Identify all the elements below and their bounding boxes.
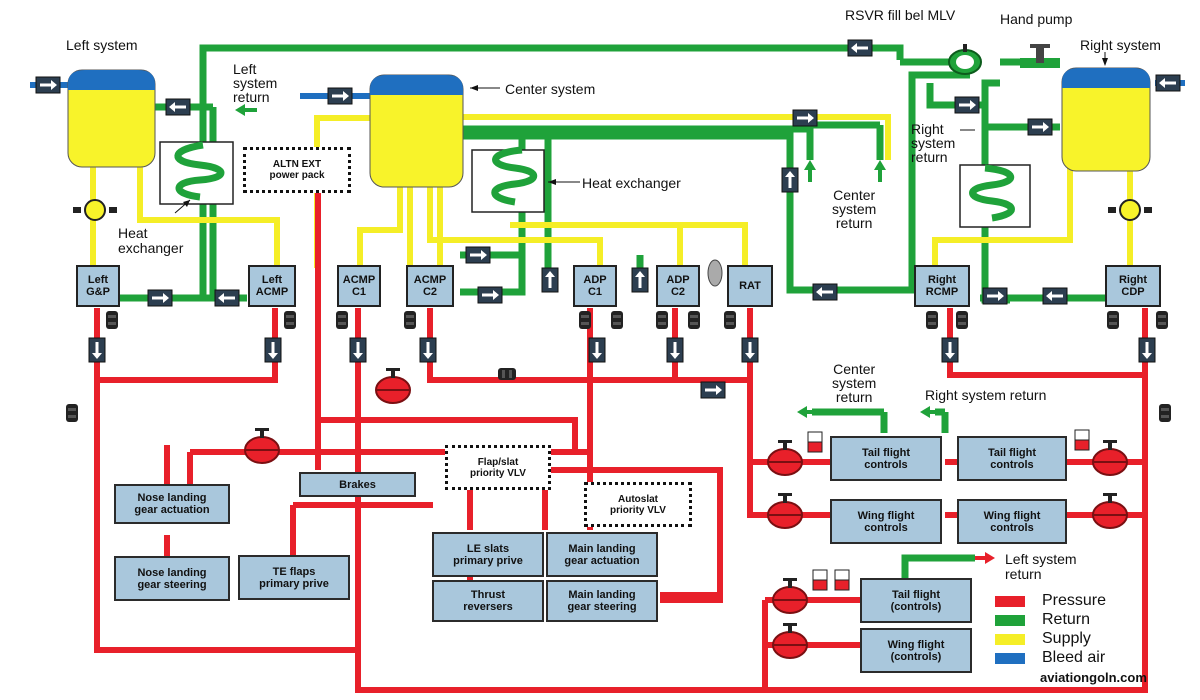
le-slats-box: LE slats primary prive	[432, 532, 544, 577]
autoslat-priority-valve: Autoslat priority VLV	[584, 482, 692, 527]
main-landing-gear-steering: Main landing gear steering	[546, 580, 658, 622]
brakes-box: Brakes	[299, 472, 416, 497]
left-system-label: Left system	[66, 37, 138, 53]
right-reservoir	[1061, 67, 1151, 172]
right-system-return-label: Right system return	[911, 121, 956, 165]
wing-flight-controls-left: Wing flight (controls)	[860, 628, 972, 673]
rsvr-valve	[948, 44, 1060, 75]
heat-exchanger-left-label: Heat exchanger	[118, 225, 184, 256]
right-system-return-mid-label: Right system return	[925, 387, 1047, 403]
nose-landing-gear-steering: Nose landing gear steering	[114, 556, 230, 601]
adp-c2-pump: ADP C2	[656, 265, 700, 307]
left-system-return-label: Left system return	[233, 61, 278, 105]
right-cdp-pump: Right CDP	[1105, 265, 1161, 307]
hand-pump-label: Hand pump	[1000, 11, 1073, 27]
nose-landing-gear-actuation: Nose landing gear actuation	[114, 484, 230, 524]
heat-exchanger-center-label: Heat exchanger	[582, 175, 681, 191]
center-system-return-mid-label: Center system return	[832, 361, 877, 405]
legend-swatch-return	[995, 615, 1025, 626]
right-rcmp-pump: Right RCMP	[914, 265, 970, 307]
source-credit: aviationgoln.com	[1040, 670, 1147, 685]
acmp-c2-pump: ACMP C2	[406, 265, 454, 307]
left-system-return-bottom-label: Left system return	[1005, 551, 1077, 582]
center-system-label: Center system	[505, 81, 596, 97]
legend-swatch-pressure	[995, 596, 1025, 607]
wing-flight-controls-center: Wing flight controls	[830, 499, 942, 544]
adp-c1-pump: ADP C1	[573, 265, 617, 307]
tail-flight-controls-left: Tail flight (controls)	[860, 578, 972, 623]
main-landing-gear-actuation: Main landing gear actuation	[546, 532, 658, 577]
legend-swatch-bleed-air	[995, 653, 1025, 664]
flap-slat-priority-valve: Flap/slat priority VLV	[445, 445, 551, 490]
rat-pump: RAT	[727, 265, 773, 307]
left-reservoir	[67, 69, 156, 168]
legend-label-pressure: Pressure	[1042, 592, 1107, 609]
center-reservoir	[369, 74, 464, 188]
legend-swatch-supply	[995, 634, 1025, 645]
legend-label-bleed-air: Bleed air	[1042, 649, 1106, 666]
left-gp-pump: Left G&P	[76, 265, 120, 307]
legend-label-return: Return	[1042, 611, 1091, 628]
thrust-reversers-box: Thrust reversers	[432, 580, 544, 622]
rsvr-fill-label: RSVR fill bel MLV	[845, 7, 956, 23]
tail-flight-controls-center: Tail flight controls	[830, 436, 942, 481]
altn-ext-power-pack: ALTN EXT power pack	[243, 147, 351, 193]
heat-exchanger-center	[471, 146, 545, 213]
center-system-return-top-label: Center system return	[832, 187, 877, 231]
right-system-label: Right system	[1080, 37, 1161, 53]
heat-exchanger-left	[159, 141, 234, 205]
legend-label-supply: Supply	[1042, 630, 1091, 647]
te-flaps-box: TE flaps primary prive	[238, 555, 350, 600]
heat-exchanger-right	[959, 164, 1031, 228]
acmp-c1-pump: ACMP C1	[337, 265, 381, 307]
left-acmp-pump: Left ACMP	[248, 265, 296, 307]
wing-flight-controls-right: Wing flight controls	[957, 499, 1067, 544]
tail-flight-controls-right: Tail flight controls	[957, 436, 1067, 481]
